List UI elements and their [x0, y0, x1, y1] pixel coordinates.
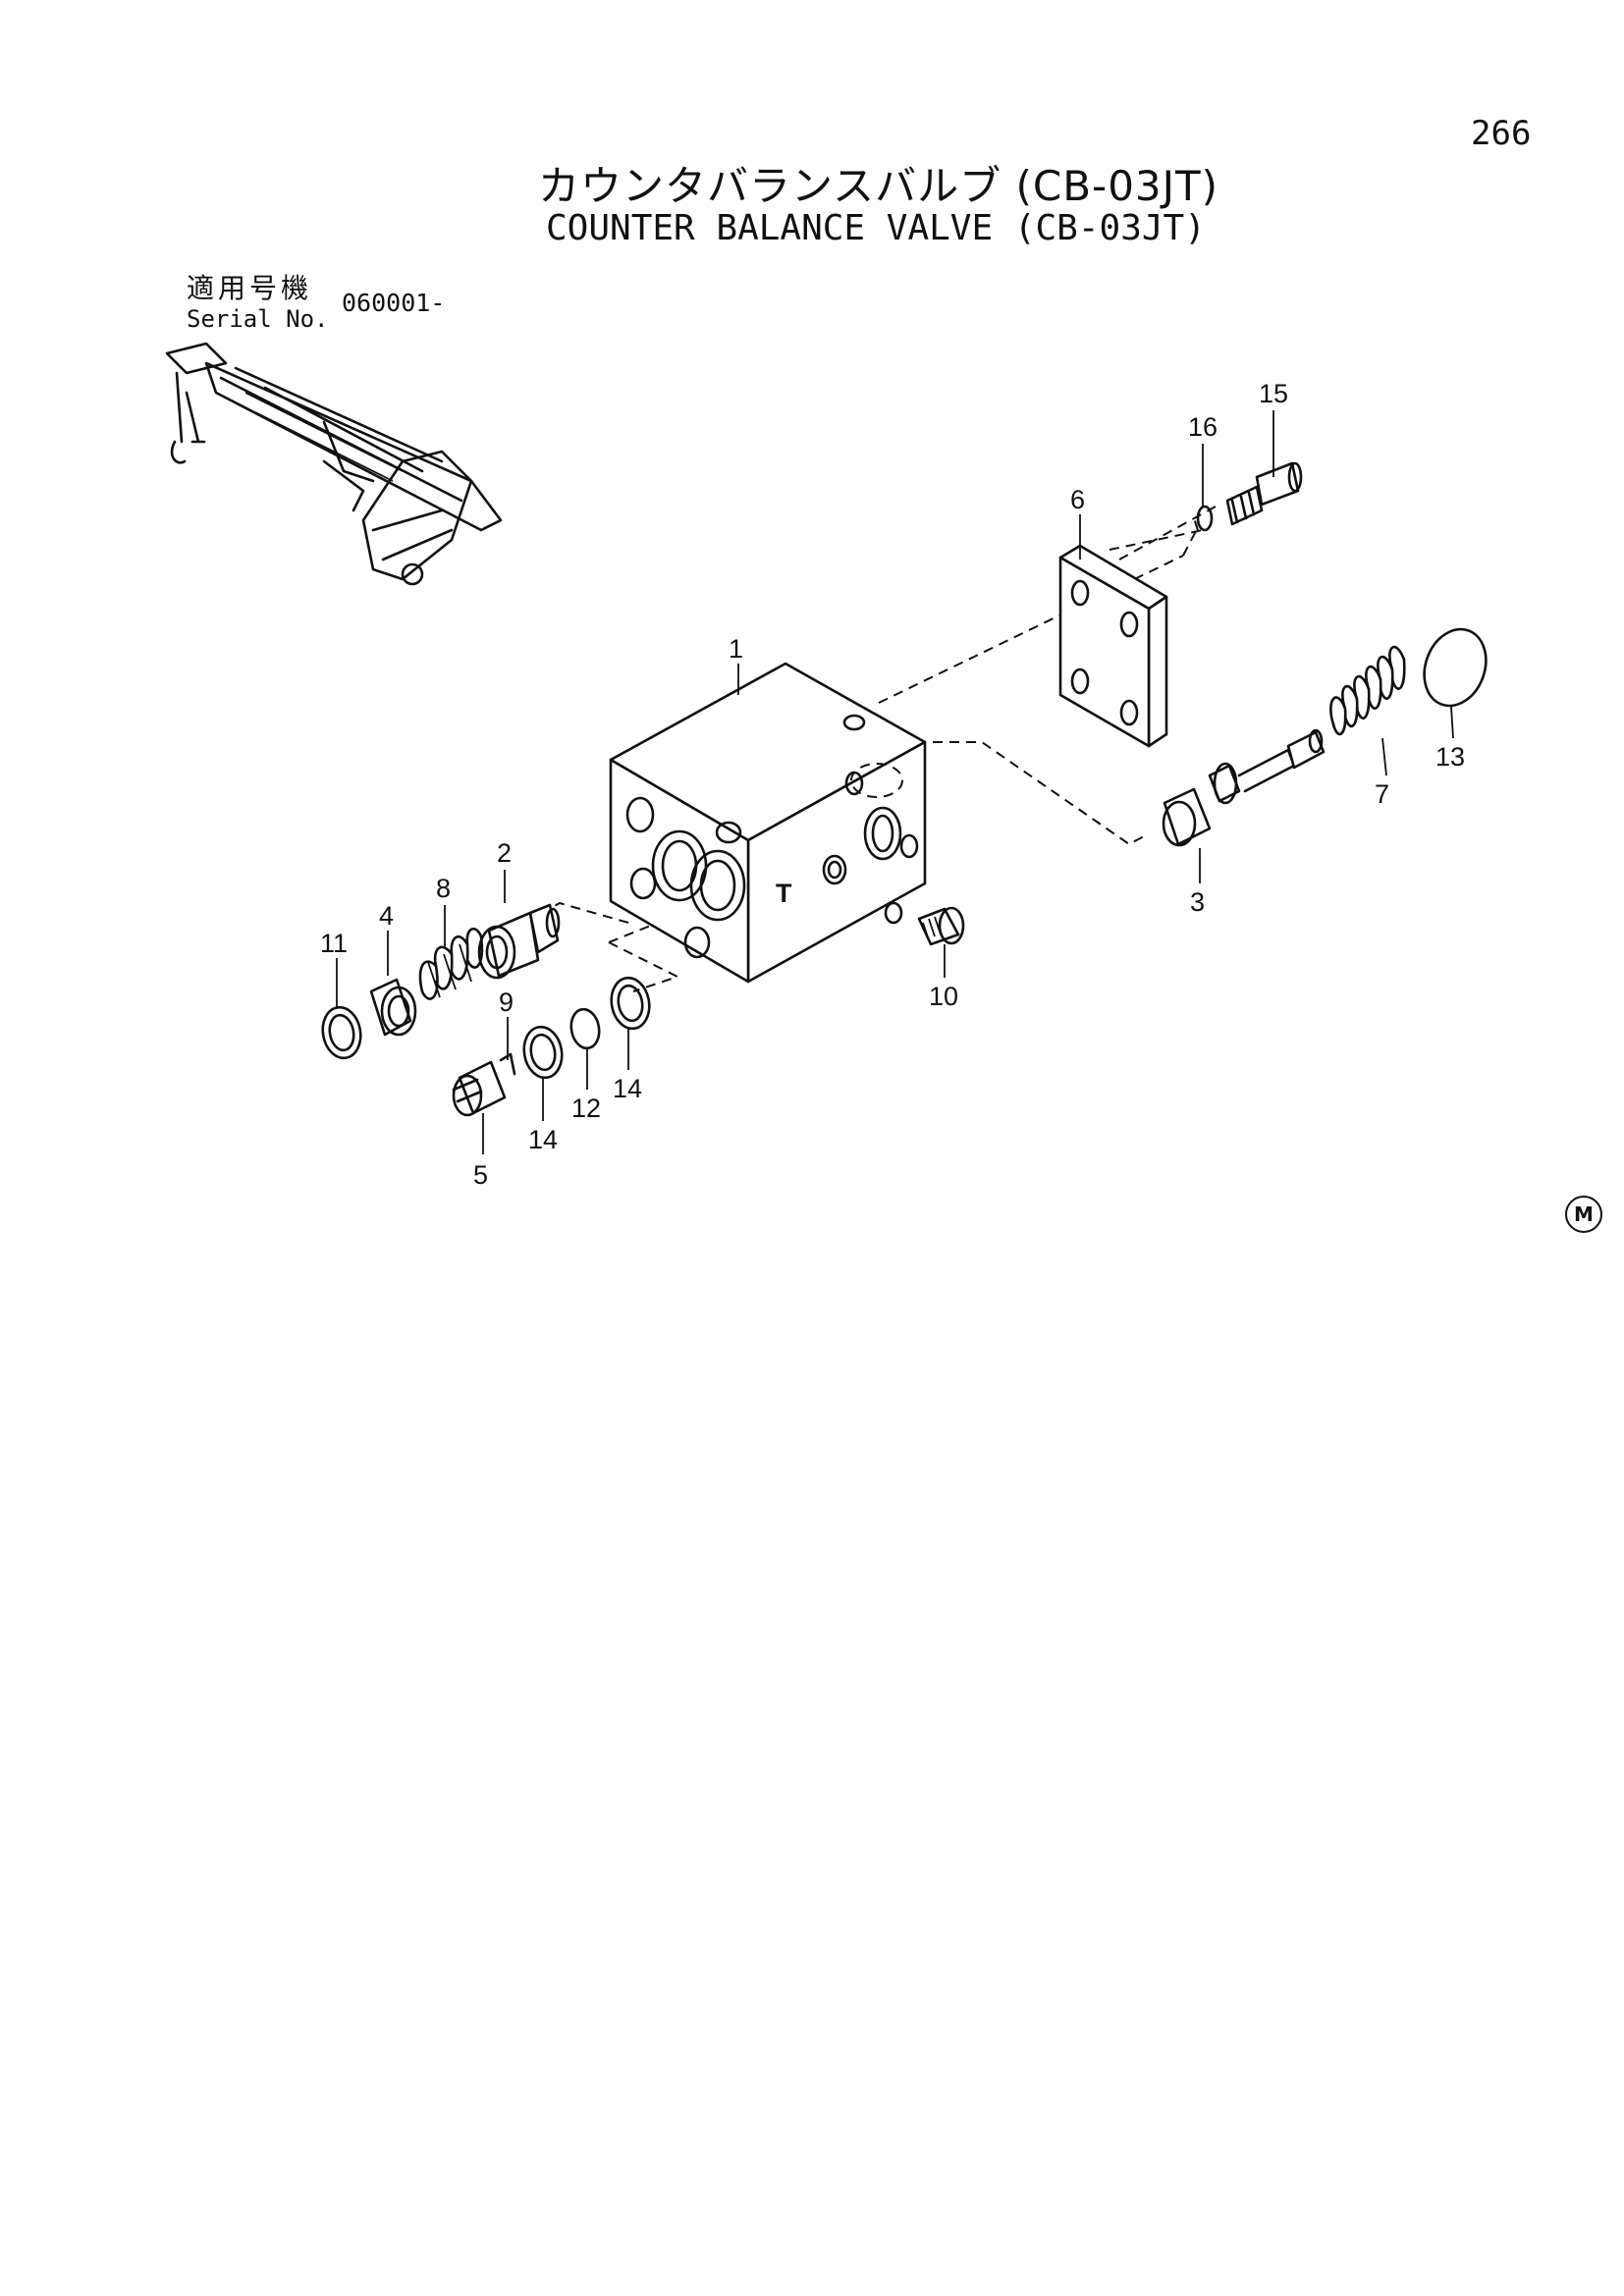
o-ring-part-13	[1423, 627, 1488, 708]
cap-part-4	[369, 978, 417, 1037]
callout-2: 2	[497, 838, 512, 868]
washer-part-16	[1196, 505, 1214, 532]
serial-label-english: Serial No.	[187, 305, 329, 333]
serial-number-value: 060001-	[342, 289, 446, 317]
seal-ring-part-11	[321, 1005, 362, 1060]
callout-9: 9	[499, 988, 514, 1017]
page-number: 266	[1471, 114, 1532, 153]
serial-label-japanese: 適用号機	[187, 272, 313, 304]
o-ring-part-12	[569, 1007, 601, 1050]
callout-10: 10	[929, 982, 958, 1011]
crane-thumbnail-icon	[165, 342, 503, 586]
callout-14-left: 14	[528, 1125, 558, 1154]
callout-13: 13	[1435, 742, 1465, 772]
callout-6: 6	[1070, 485, 1085, 514]
valve-sleeve-part-2	[477, 903, 561, 980]
page-title-japanese: カウンタバランスバルブ (CB-03JT)	[538, 162, 1219, 210]
callout-3: 3	[1190, 887, 1205, 917]
callout-11: 11	[320, 929, 348, 958]
plate-part-6	[1058, 544, 1168, 748]
adjusting-screw-part-5	[452, 1052, 516, 1117]
bolt-part-15	[1225, 461, 1303, 526]
callout-leaders	[336, 410, 1454, 1154]
plug-part-10	[917, 906, 965, 946]
callout-14-right: 14	[613, 1074, 642, 1103]
callout-15: 15	[1259, 379, 1288, 408]
spring-part-7	[1329, 645, 1406, 736]
spring-part-8	[418, 927, 484, 1000]
seal-ring-part-14b	[610, 976, 651, 1031]
callout-16: 16	[1188, 412, 1218, 442]
circled-m-mark: M	[1565, 1196, 1602, 1233]
seal-ring-part-14	[522, 1025, 564, 1080]
valve-block-part-1: T	[609, 662, 927, 984]
callout-8: 8	[436, 874, 451, 903]
callout-4: 4	[379, 901, 394, 931]
spool-part-3	[1162, 728, 1326, 847]
callout-5: 5	[473, 1160, 488, 1190]
callout-12: 12	[571, 1094, 601, 1123]
callout-1: 1	[729, 634, 743, 664]
page-title-english: COUNTER BALANCE VALVE (CB-03JT)	[546, 208, 1206, 248]
callout-7: 7	[1375, 779, 1389, 809]
block-port-marking: T	[776, 879, 792, 908]
